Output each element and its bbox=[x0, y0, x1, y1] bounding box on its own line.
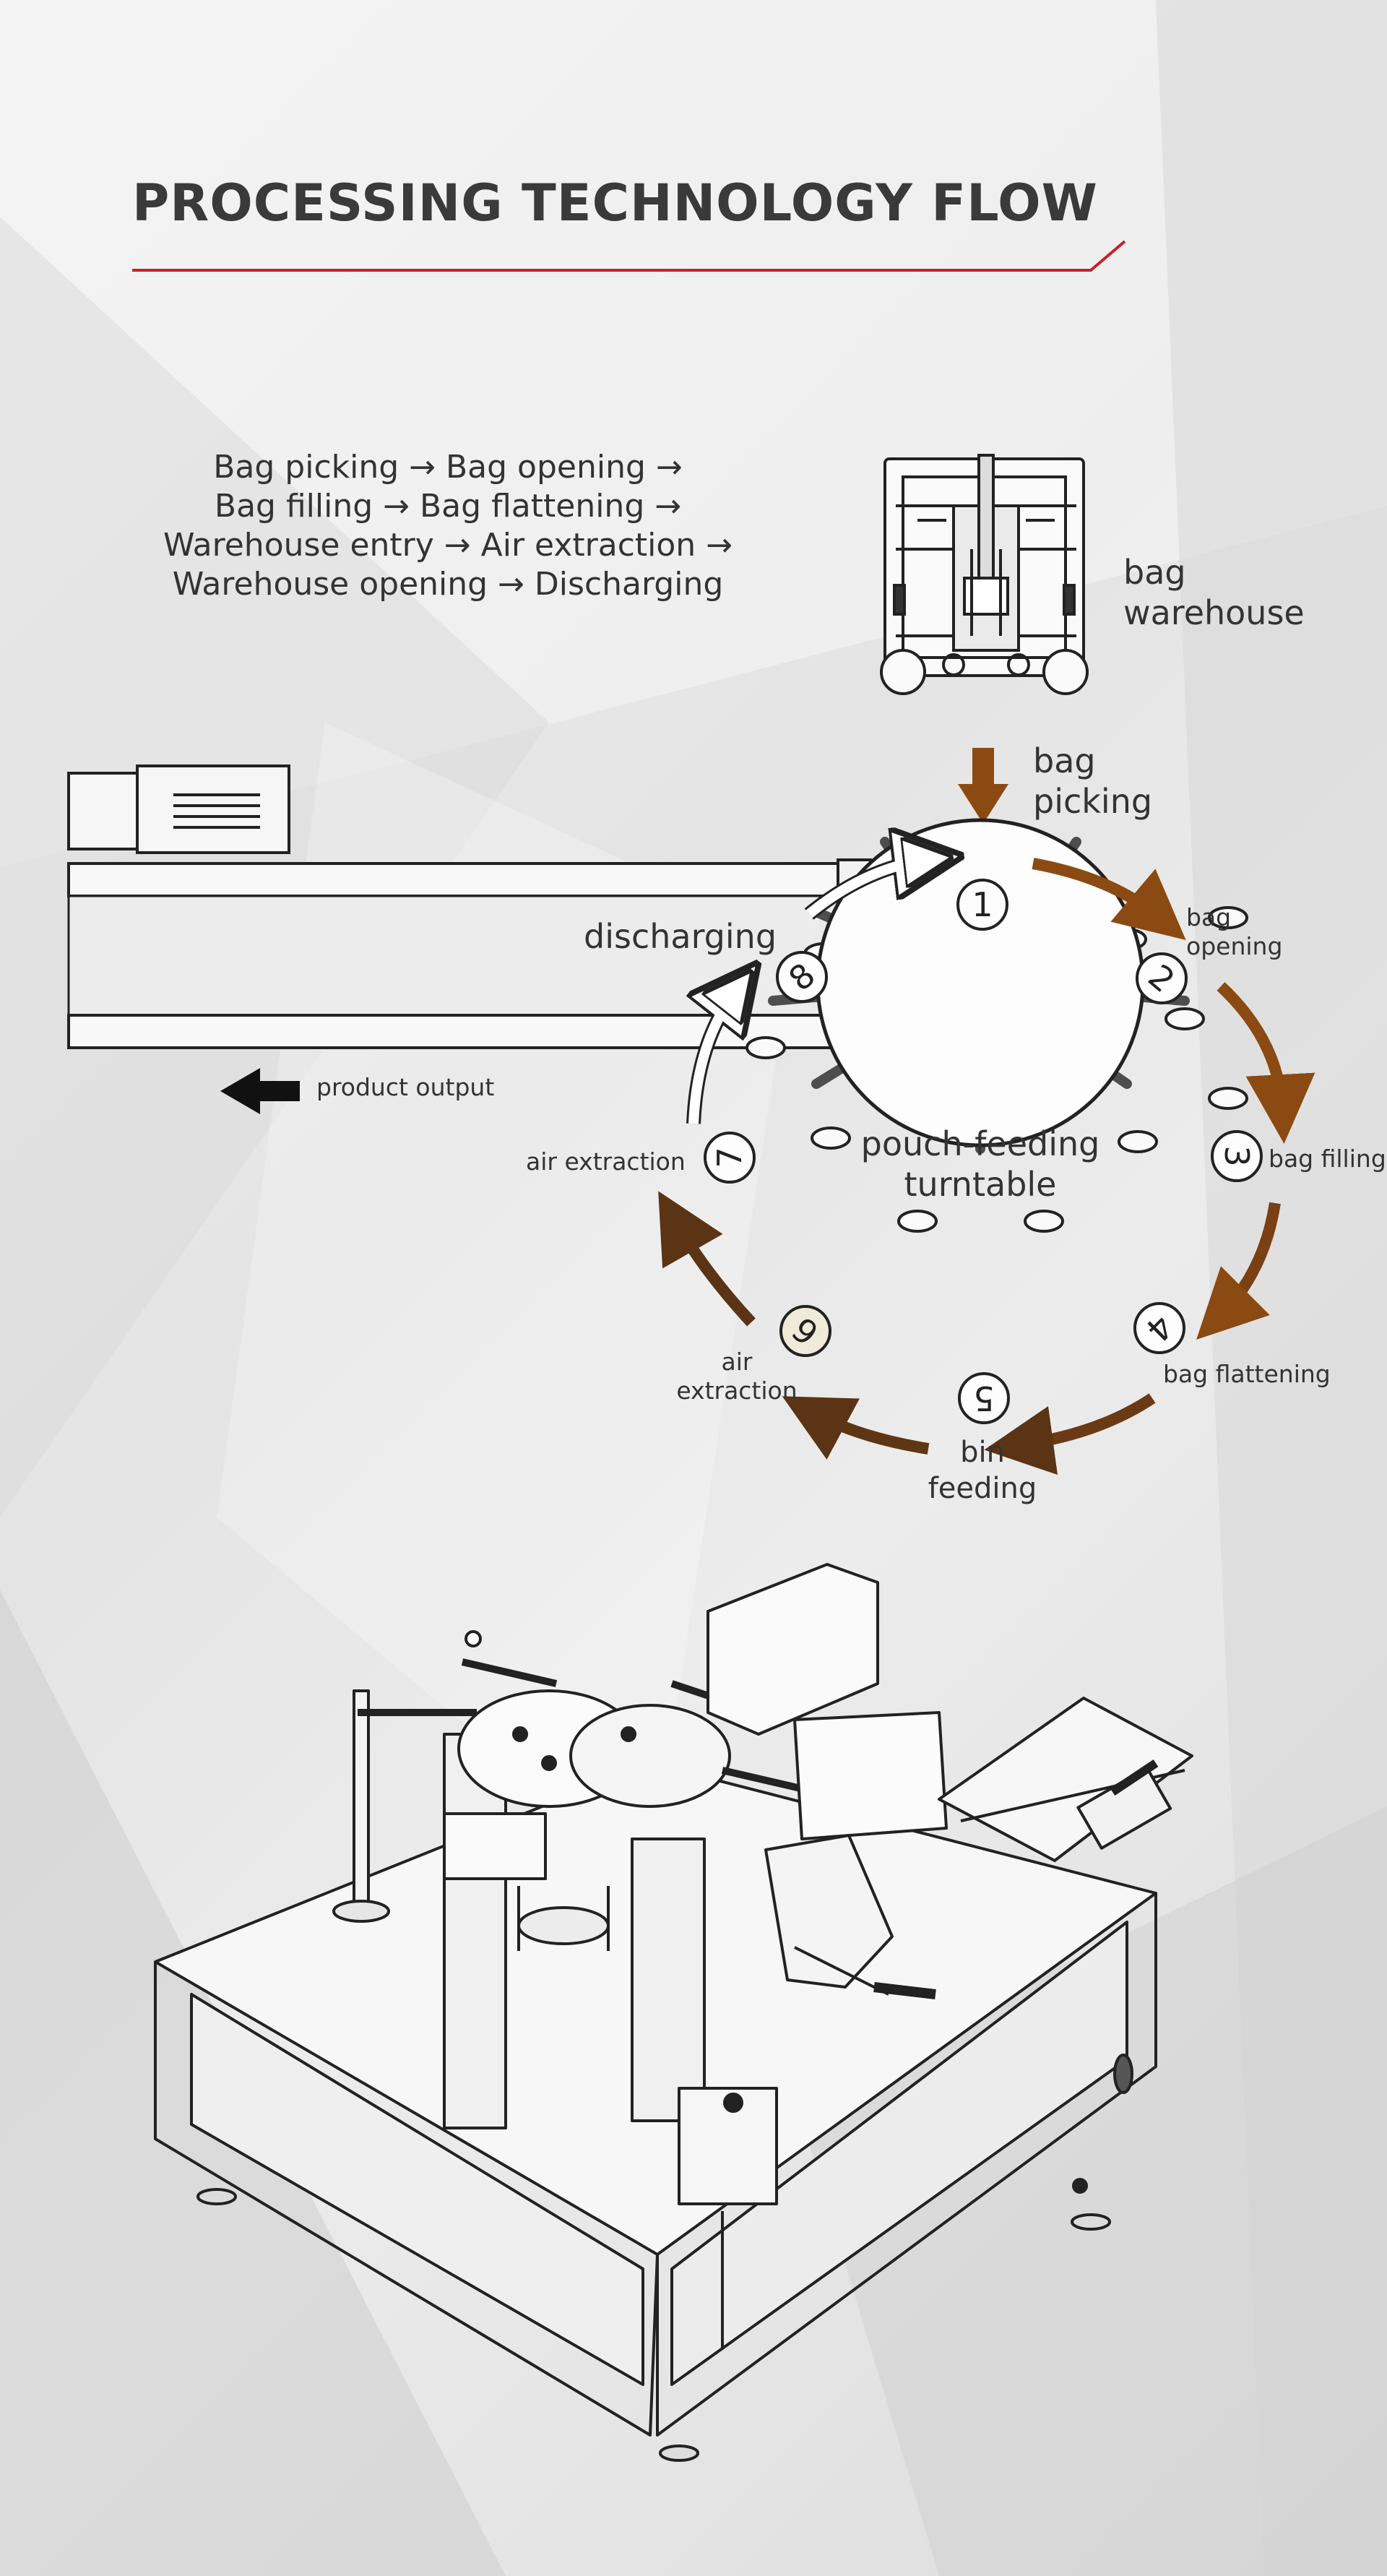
bin-feeding-label-line1: bin bbox=[960, 1436, 1005, 1469]
station-markers: 1 2 3 4 5 6 7 8 bbox=[704, 879, 1263, 1424]
station-1-number: 1 bbox=[972, 885, 993, 924]
station-6-air-extraction-label: air extraction bbox=[672, 1348, 802, 1405]
bag-picking-arrow bbox=[958, 748, 1008, 824]
station-3-marker: 3 bbox=[1211, 1130, 1263, 1182]
station-5-marker: 5 bbox=[958, 1372, 1010, 1424]
station-4-marker: 4 bbox=[1133, 1302, 1185, 1354]
station-7-marker: 7 bbox=[704, 1132, 756, 1184]
steps-line-1: Bag picking → Bag opening → bbox=[213, 449, 683, 486]
station-7-number: 7 bbox=[710, 1147, 749, 1168]
steps-line-2: Bag filling → Bag flattening → bbox=[214, 488, 682, 525]
product-output-arrow bbox=[220, 1068, 300, 1114]
product-output-label: product output bbox=[316, 1073, 495, 1101]
station-1-marker: 1 bbox=[956, 879, 1008, 931]
bag-warehouse-label-line1: bag bbox=[1123, 553, 1186, 592]
bag-filling-label: bag filling bbox=[1269, 1145, 1386, 1173]
station-6-marker: 6 bbox=[779, 1305, 831, 1357]
discharge-conveyor-illustration bbox=[67, 764, 872, 1049]
arrow-2-to-3 bbox=[1217, 982, 1315, 1144]
bin-feeding-label-line2: feeding bbox=[928, 1472, 1037, 1505]
bag-opening-label-line2: opening bbox=[1186, 932, 1283, 960]
steps-line-4: Warehouse opening → Discharging bbox=[172, 566, 724, 603]
station-2-marker: 2 bbox=[1136, 952, 1188, 1004]
station-3-number: 3 bbox=[1217, 1145, 1256, 1166]
arrow-3-to-4 bbox=[1196, 1202, 1281, 1340]
bag-opening-label-line1: bag bbox=[1186, 903, 1232, 931]
title-underline bbox=[132, 240, 1126, 272]
bin-feeding-label: bin feeding bbox=[917, 1434, 1047, 1507]
steps-line-3: Warehouse entry → Air extraction → bbox=[163, 527, 733, 564]
process-steps-text: Bag picking → Bag opening → Bag filling … bbox=[94, 448, 802, 604]
bag-warehouse-label: bag warehouse bbox=[1123, 552, 1305, 633]
bag-picking-label-line1: bag bbox=[1033, 741, 1096, 780]
station-5-number: 5 bbox=[973, 1379, 994, 1418]
turntable-label-line1: pouch-feeding bbox=[860, 1124, 1100, 1163]
station-6-label-line1: air bbox=[721, 1348, 753, 1376]
bag-opening-label: bag opening bbox=[1186, 903, 1282, 961]
turntable-label-line2: turntable bbox=[904, 1165, 1057, 1204]
bag-filling-machine-illustration bbox=[154, 1563, 1193, 2462]
station-7-air-extraction-label: air extraction bbox=[526, 1147, 686, 1176]
page-title: PROCESSING TECHNOLOGY FLOW bbox=[132, 173, 1098, 233]
white-flow-arrows bbox=[694, 860, 928, 1124]
station-8-marker: 8 bbox=[776, 951, 828, 1003]
discharging-label: discharging bbox=[584, 917, 777, 956]
arrow-1-to-2 bbox=[1032, 858, 1186, 940]
bag-flattening-label: bag flattening bbox=[1163, 1360, 1331, 1388]
bag-warehouse-illustration bbox=[880, 454, 1089, 695]
arrow-6-to-7 bbox=[658, 1191, 756, 1327]
turntable-label: pouch-feeding turntable bbox=[836, 1124, 1125, 1205]
bag-picking-label-line2: picking bbox=[1033, 782, 1153, 821]
bag-picking-label: bag picking bbox=[1033, 741, 1152, 822]
bag-warehouse-label-line2: warehouse bbox=[1123, 593, 1305, 632]
arrow-5-to-6 bbox=[782, 1396, 930, 1460]
station-6-label-line2: extraction bbox=[676, 1377, 798, 1405]
flow-arrows bbox=[658, 858, 1315, 1476]
arrow-4-to-5 bbox=[984, 1393, 1156, 1476]
